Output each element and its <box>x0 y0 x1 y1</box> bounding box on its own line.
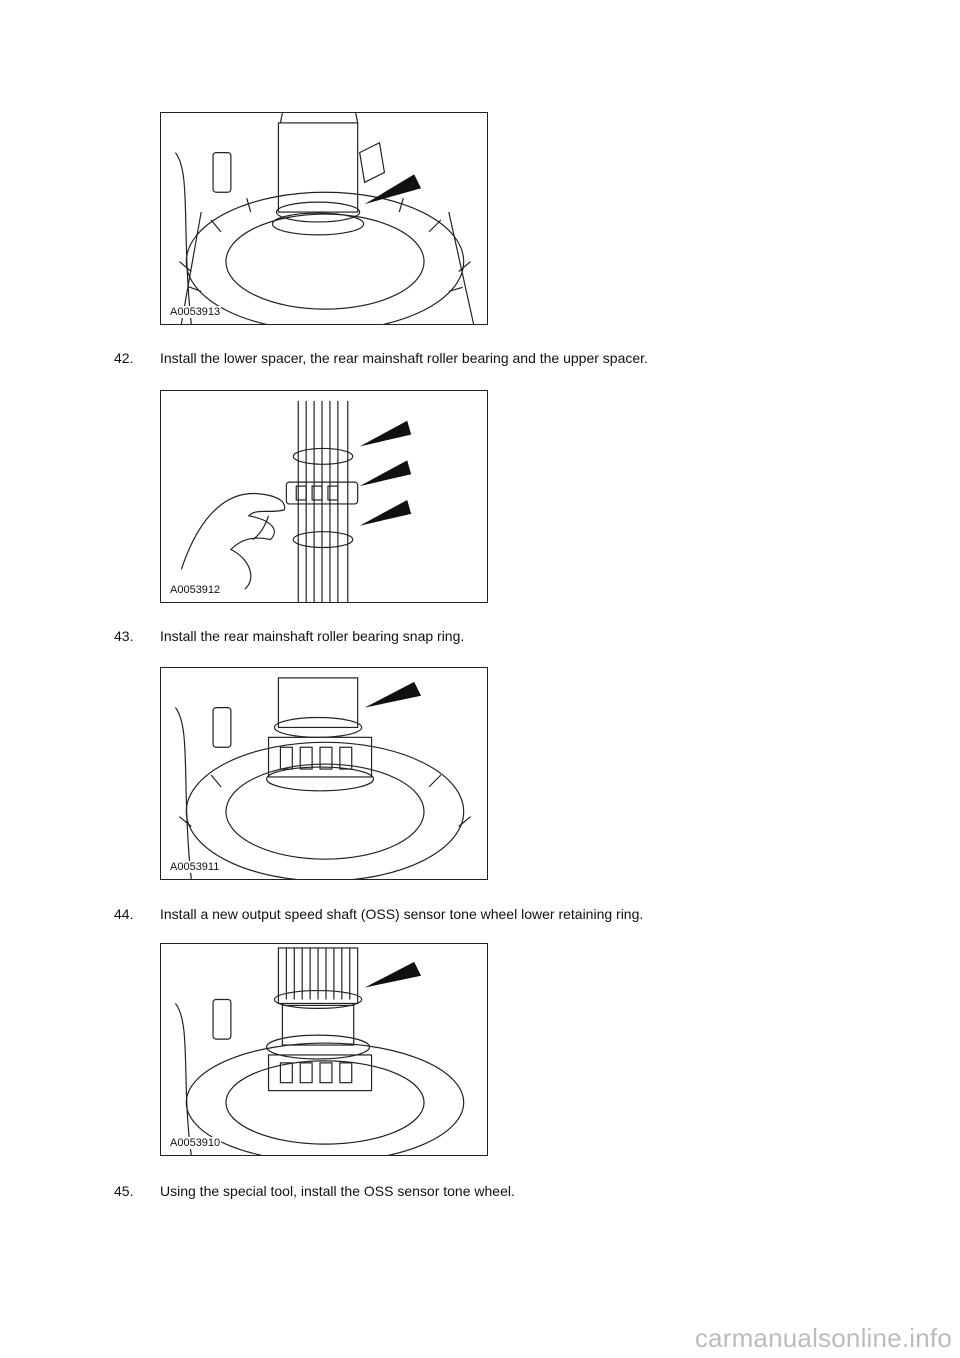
figure-id: A0053910 <box>169 1137 222 1149</box>
figure-id: A0053913 <box>169 306 222 318</box>
bearing-installation-illustration <box>180 400 412 602</box>
figure-illustration: A0053911 <box>160 667 488 880</box>
watermark-text: carmanualsonline.info <box>694 1323 952 1353</box>
retaining-ring-illustration <box>174 947 465 1155</box>
step-number: 44. <box>114 906 134 922</box>
step-text: Using the special tool, install the OSS … <box>160 1183 515 1199</box>
step-number: 45. <box>114 1183 134 1199</box>
snap-ring-illustration <box>174 677 471 879</box>
step-text: Install a new output speed shaft (OSS) s… <box>160 906 644 922</box>
figure-id: A0053912 <box>169 584 222 596</box>
figure-illustration: A0053910 <box>160 943 488 1156</box>
figure-illustration: A0053912 <box>160 390 488 603</box>
step-item: 43. Install the rear mainshaft roller bea… <box>114 628 464 645</box>
figure-illustration: A0053913 <box>160 112 488 325</box>
step-number: 43. <box>114 628 134 644</box>
gear-shaft-illustration <box>174 113 475 324</box>
step-item: 45. Using the special tool, install the O… <box>114 1183 515 1200</box>
step-text: Install the rear mainshaft roller bearin… <box>160 628 465 644</box>
step-item: 44. Install a new output speed shaft (OSS… <box>114 906 643 923</box>
step-item: 42. Install the lower spacer, the rear ma… <box>114 350 648 367</box>
step-text: Install the lower spacer, the rear mains… <box>160 350 648 366</box>
figure-id: A0053911 <box>169 861 221 873</box>
step-number: 42. <box>114 350 134 366</box>
